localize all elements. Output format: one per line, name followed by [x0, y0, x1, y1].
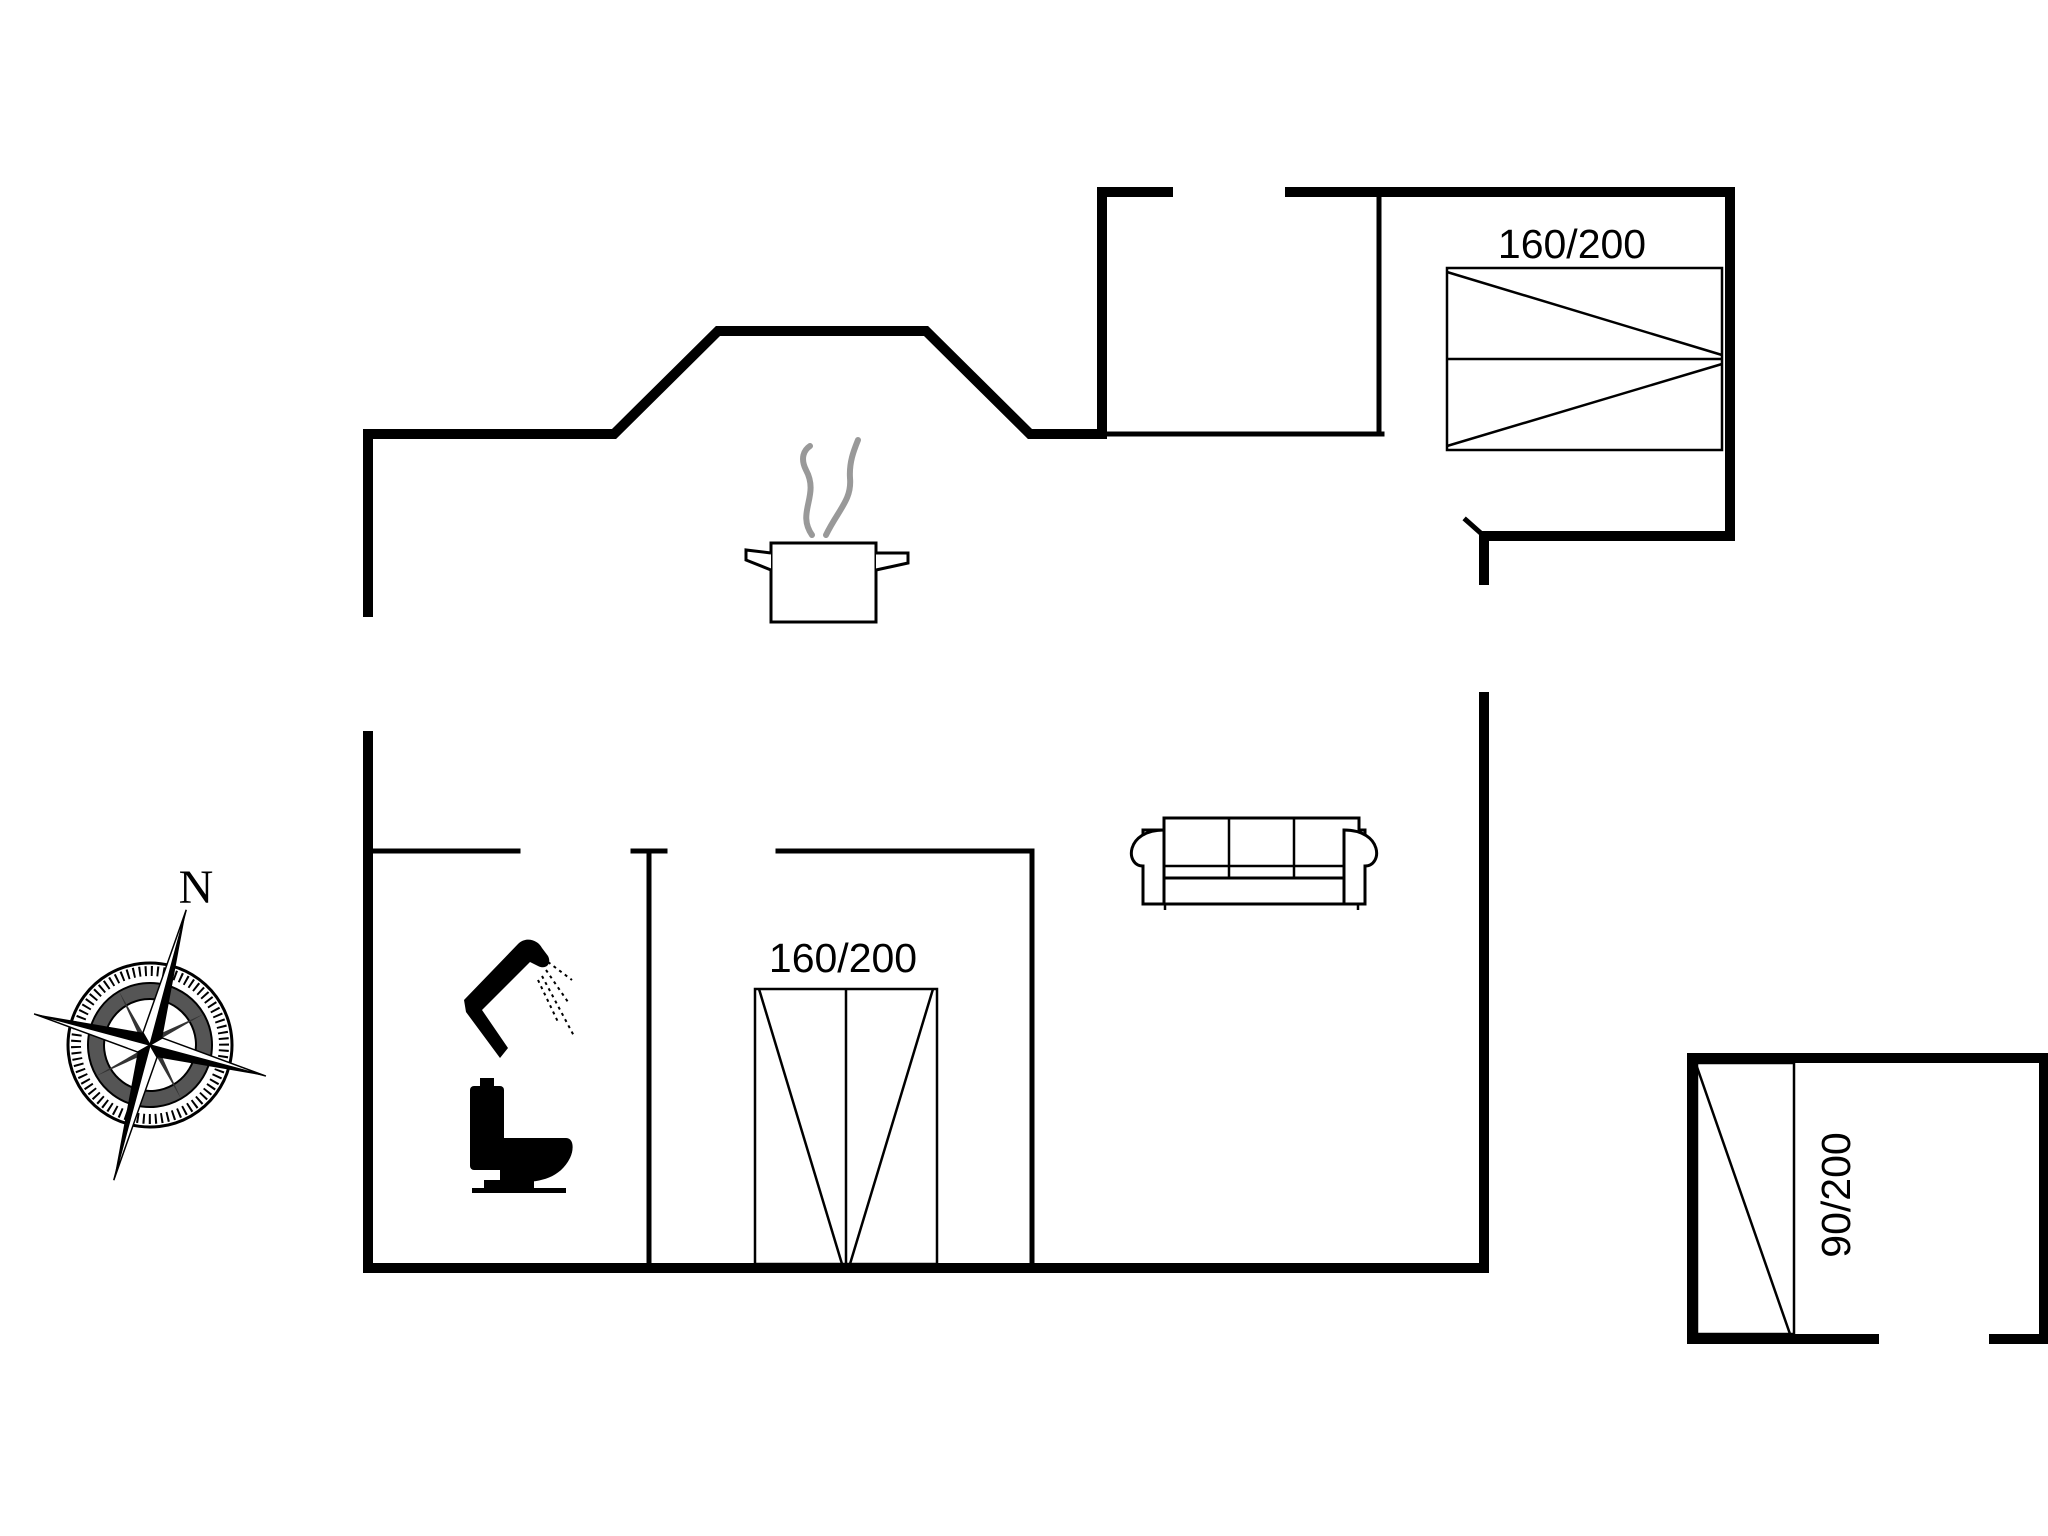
compass-east-point [148, 1037, 267, 1077]
annex: 90/200 [1687, 1053, 2048, 1344]
west-wall-lower [363, 692, 1489, 1273]
compass-point [150, 1013, 204, 1045]
pot-body [769, 541, 878, 624]
steam [823, 437, 861, 538]
bed-diagonal [1695, 1066, 1792, 1335]
bed-90-200-frame [1695, 1061, 1796, 1336]
west-wall-upper [363, 326, 1107, 617]
pot-handle [875, 551, 910, 572]
bedroom-2-bed: 160/200 [753, 935, 939, 1266]
compass-south-point [113, 1043, 158, 1181]
toilet-bowl [500, 1138, 573, 1182]
toilet-lid [480, 1078, 494, 1086]
shower-spray [541, 975, 575, 1037]
shower-head [464, 939, 550, 1058]
bedroom-1-outer-wall [1285, 187, 1735, 555]
bedroom-1-door-leaf [1462, 516, 1488, 540]
hall-west-wall [1097, 187, 1173, 439]
toilet-icon [470, 1078, 573, 1193]
sofa-back [1162, 816, 1361, 880]
bedroom-1-bed: 160/200 [1445, 221, 1724, 452]
bed-diagonal [757, 988, 844, 1265]
compass-north-point [142, 909, 187, 1047]
shower-spray [537, 979, 559, 1023]
bed-diagonal [1446, 270, 1723, 357]
bed-diagonal [1446, 362, 1723, 448]
toilet-floor [472, 1188, 566, 1193]
sofa-arm [1129, 828, 1166, 906]
shower-icon [464, 939, 575, 1058]
sofa-arm [1342, 828, 1379, 906]
bed-size-label: 90/200 [1813, 1132, 1859, 1257]
annex-walls [1687, 1053, 2048, 1344]
compass-west-point [33, 1013, 152, 1053]
compass-rose-icon [33, 909, 267, 1181]
bed-size-label: 160/200 [769, 935, 917, 981]
bed-size-label: 160/200 [1498, 221, 1646, 267]
bedroom-2-wall [775, 848, 1035, 1267]
interior-walls [369, 848, 1035, 1267]
bed-diagonal [848, 988, 935, 1265]
pot-handle [744, 548, 772, 572]
steam [800, 443, 815, 538]
compass-north-label: N [179, 861, 214, 914]
sofa-icon [1129, 816, 1379, 910]
northeast-rooms [1097, 187, 1735, 555]
toilet-base [484, 1180, 534, 1190]
toilet-tank [470, 1086, 504, 1170]
shower-spray [547, 961, 573, 981]
cooking-pot-icon [744, 437, 910, 624]
